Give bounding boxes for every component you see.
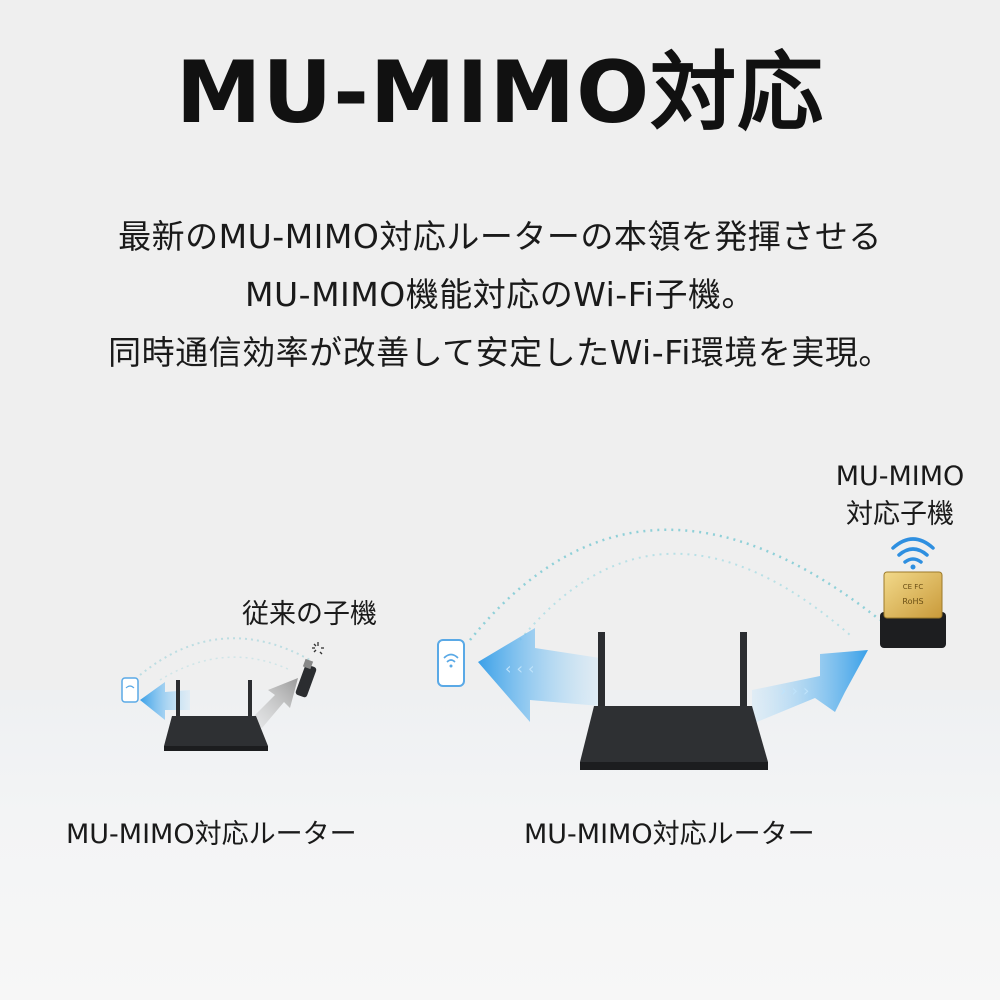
router-right-label: MU-MIMO対応ルーター	[524, 819, 815, 850]
subtitle-line-1: 最新のMU-MIMO対応ルーターの本領を発揮させる	[118, 217, 882, 256]
subtitle-line-3: 同時通信効率が改善して安定したWi-Fi環境を実現。	[108, 333, 892, 372]
svg-text:‹ ‹ ‹: ‹ ‹ ‹	[505, 659, 534, 678]
svg-text:CE FC: CE FC	[903, 583, 924, 591]
arrow-left-large: ‹ ‹ ‹	[478, 628, 600, 722]
router-left-icon	[164, 680, 268, 751]
signal-arc-right	[469, 528, 881, 641]
wifi-icon	[891, 537, 935, 570]
arrow-right-large: › › ›	[752, 650, 868, 724]
loading-icon	[312, 642, 324, 655]
subtitle: 最新のMU-MIMO対応ルーターの本領を発揮させる MU-MIMO機能対応のWi…	[0, 208, 1000, 382]
router-left-label: MU-MIMO対応ルーター	[66, 819, 357, 850]
page-title: MU-MIMO対応	[175, 43, 825, 143]
phone-icon	[121, 677, 139, 703]
arrow-left-small	[140, 682, 190, 720]
svg-text:› › ›: › › ›	[780, 681, 809, 700]
mimo-client-label-line-1: MU-MIMO	[835, 461, 965, 492]
signal-arc-left	[139, 637, 311, 681]
legacy-client-label: 従来の子機	[242, 599, 377, 630]
mimo-client-label: MU-MIMO 対応子機	[820, 458, 980, 534]
svg-text:RoHS: RoHS	[902, 597, 923, 606]
phone-right-icon	[437, 639, 465, 687]
legacy-usb-icon	[295, 658, 317, 698]
subtitle-line-2: MU-MIMO機能対応のWi-Fi子機。	[245, 275, 755, 314]
router-right-icon	[580, 632, 768, 770]
mimo-client-label-line-2: 対応子機	[846, 499, 954, 530]
usb-adapter-icon: CE FC RoHS	[880, 571, 946, 648]
arrow-grey-legacy	[250, 678, 298, 728]
